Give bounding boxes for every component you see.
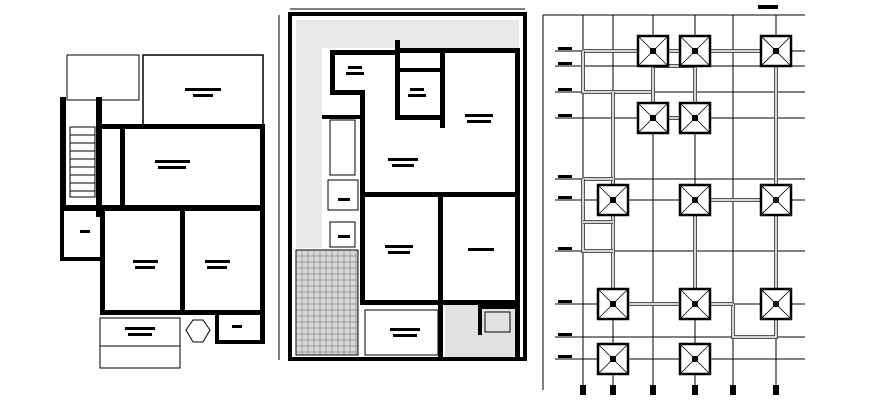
floor-plan-middle [278, 8, 527, 361]
column [773, 48, 779, 54]
column [610, 197, 616, 203]
column [692, 115, 698, 121]
grid-label-marker [558, 47, 572, 50]
grid-label-marker [558, 62, 572, 65]
grid-label-marker [558, 175, 572, 178]
hatched-area [296, 20, 519, 48]
grid-marker [610, 385, 616, 395]
grid-label-marker [558, 114, 572, 117]
column [773, 301, 779, 307]
grid-label-marker [558, 196, 572, 199]
foundation-layout [542, 5, 805, 395]
column [650, 48, 656, 54]
column [650, 115, 656, 121]
tiled-area [295, 249, 359, 356]
column [610, 301, 616, 307]
grid-label-marker [558, 333, 572, 336]
column [692, 301, 698, 307]
wall-segments [322, 40, 520, 358]
column [610, 356, 616, 362]
grid-label-marker [558, 88, 572, 91]
grid-marker [773, 385, 779, 395]
plinth-beam-core [582, 51, 653, 93]
room-labels [338, 66, 494, 337]
grid-label-marker [558, 355, 572, 358]
grid-label-marker [558, 300, 572, 303]
planter-octagon [185, 319, 211, 343]
stair [69, 126, 96, 198]
floor-plan-left [60, 54, 265, 369]
stair [329, 119, 356, 176]
grid-label-marker [758, 5, 778, 9]
column [692, 197, 698, 203]
wall-segments [60, 97, 265, 344]
column [692, 356, 698, 362]
grid-marker [692, 385, 698, 395]
grid-label-marker [558, 247, 572, 250]
column [692, 48, 698, 54]
plinth-beam-core [582, 179, 613, 252]
tile-grid [296, 250, 358, 355]
grid-marker [730, 385, 736, 395]
room-labels [80, 88, 242, 336]
column [773, 197, 779, 203]
grid-marker [650, 385, 656, 395]
grid-marker [580, 385, 586, 395]
